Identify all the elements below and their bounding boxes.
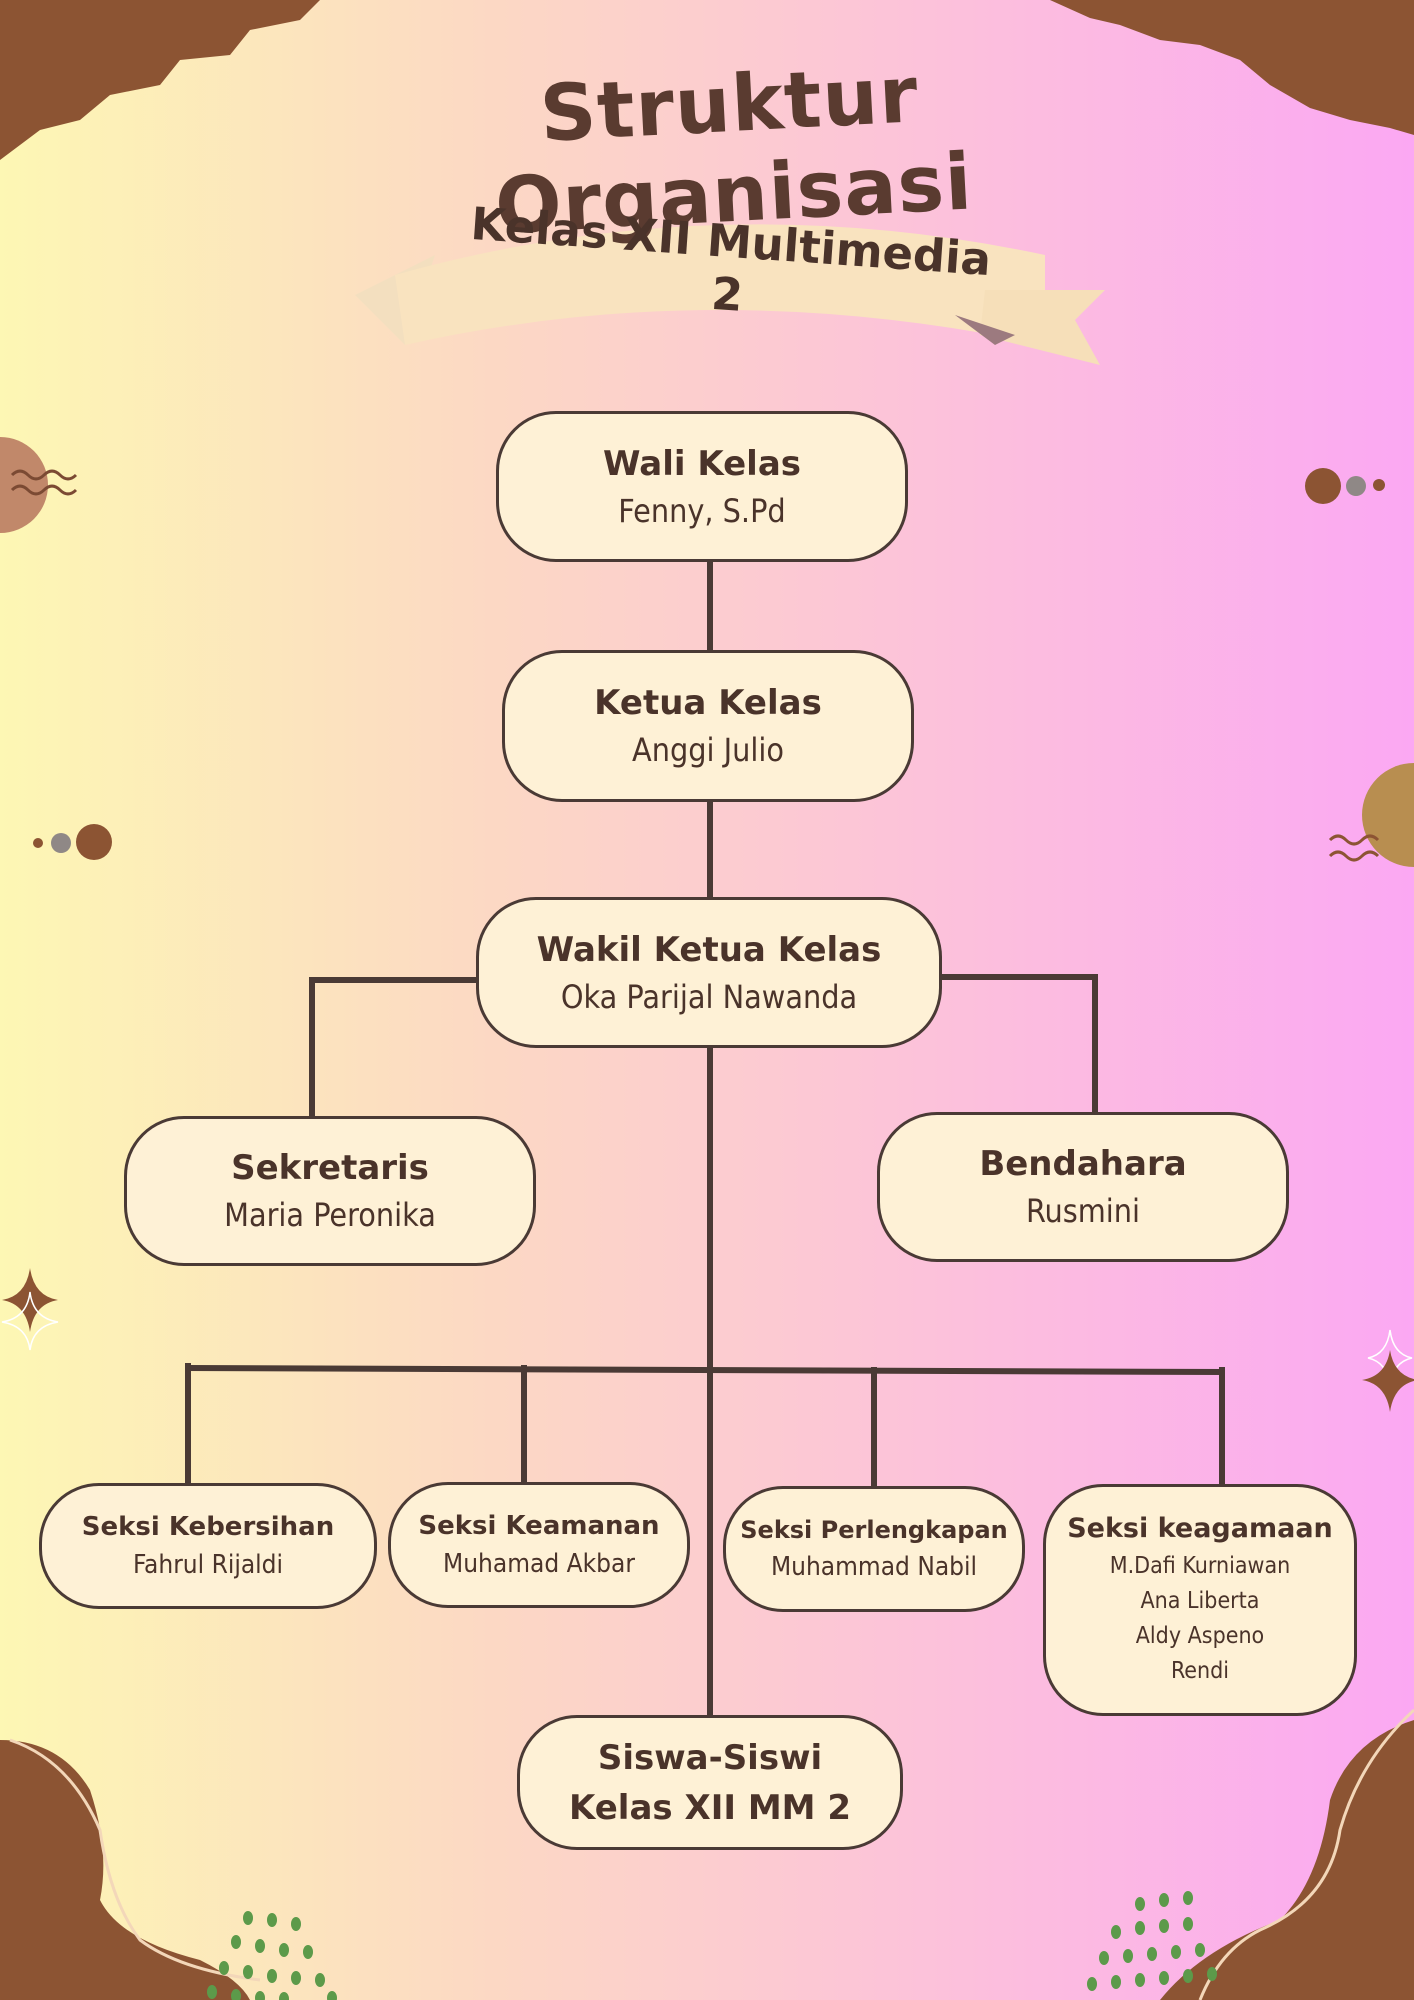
node-role: Wali Kelas — [602, 443, 802, 484]
node-wakil-ketua-kelas: Wakil Ketua Kelas Oka Parijal Nawanda — [476, 897, 942, 1048]
subtitle-ribbon — [355, 224, 1105, 365]
node-name: Fahrul Rijaldi — [132, 1550, 284, 1580]
node-name: Maria Peronika — [224, 1196, 436, 1234]
node-role: Seksi keagamaan — [1067, 1512, 1333, 1544]
node-seksi-kebersihan: Seksi Kebersihan Fahrul Rijaldi — [39, 1483, 377, 1609]
bottom-left-green-dots — [207, 1911, 337, 2000]
node-sekretaris: Sekretaris Maria Peronika — [124, 1116, 536, 1266]
node-name: Anggi Julio — [632, 731, 784, 769]
node-role: Seksi Perlengkapan — [740, 1516, 1008, 1544]
top-left-corner-shape — [0, 0, 320, 160]
left-wave-icon — [10, 469, 78, 496]
connector-sekretaris — [309, 977, 479, 1119]
node-seksi-keamanan: Seksi Keamanan Muhamad Akbar — [388, 1482, 690, 1608]
node-line2: Kelas XII MM 2 — [569, 1787, 851, 1828]
left-star-icon — [2, 1268, 58, 1332]
left-star-outline-icon — [1, 1291, 59, 1351]
node-role: Seksi Kebersihan — [81, 1512, 335, 1542]
right-star-icon — [1362, 1350, 1414, 1412]
node-role: Bendahara — [979, 1144, 1187, 1184]
node-role: Wakil Ketua Kelas — [536, 929, 882, 970]
node-member: M.Dafi Kurniawan — [1109, 1552, 1291, 1579]
node-member: Ana Liberta — [1140, 1587, 1260, 1614]
node-name: Oka Parijal Nawanda — [560, 977, 858, 1016]
bottom-left-corner-shape — [0, 1740, 250, 2000]
node-member: Rendi — [1170, 1657, 1230, 1684]
right-dot-medium — [1346, 476, 1366, 496]
node-name: Muhammad Nabil — [770, 1552, 978, 1582]
right-dot-small — [1373, 479, 1385, 491]
node-ketua-kelas: Ketua Kelas Anggi Julio — [502, 650, 914, 802]
node-member: Aldy Aspeno — [1135, 1622, 1265, 1649]
node-role: Sekretaris — [231, 1148, 429, 1188]
node-name: Rusmini — [1025, 1192, 1141, 1230]
right-wave-icon — [1328, 834, 1380, 862]
node-role: Ketua Kelas — [594, 683, 822, 723]
bottom-left-curve — [9, 1738, 261, 1982]
left-dot-small — [33, 838, 43, 848]
left-dot-medium — [51, 833, 71, 853]
left-dot-large — [76, 824, 112, 860]
node-name: Fenny, S.Pd — [618, 491, 786, 530]
node-bendahara: Bendahara Rusmini — [877, 1112, 1289, 1262]
bottom-right-curve — [1198, 1708, 1414, 2000]
node-seksi-perlengkapan: Seksi Perlengkapan Muhammad Nabil — [723, 1486, 1025, 1612]
node-seksi-keagamaan: Seksi keagamaan M.Dafi Kurniawan Ana Lib… — [1043, 1484, 1357, 1716]
top-right-corner-shape — [1050, 0, 1414, 135]
node-name: Muhamad Akbar — [443, 1549, 635, 1579]
connector-bendahara — [937, 974, 1098, 1115]
node-role: Seksi Keamanan — [418, 1511, 660, 1541]
bottom-right-green-dots — [1087, 1891, 1217, 1991]
node-siswa-siswi: Siswa-Siswi Kelas XII MM 2 — [517, 1715, 903, 1850]
bottom-right-corner-shape — [1160, 1720, 1414, 2000]
connector-seksi-bar — [184, 1364, 1226, 1376]
node-line1: Siswa-Siswi — [597, 1737, 823, 1778]
left-circle-shape — [0, 437, 48, 533]
node-wali-kelas: Wali Kelas Fenny, S.Pd — [496, 411, 908, 562]
right-circle-shape — [1362, 763, 1414, 867]
right-dot-large — [1305, 468, 1341, 504]
